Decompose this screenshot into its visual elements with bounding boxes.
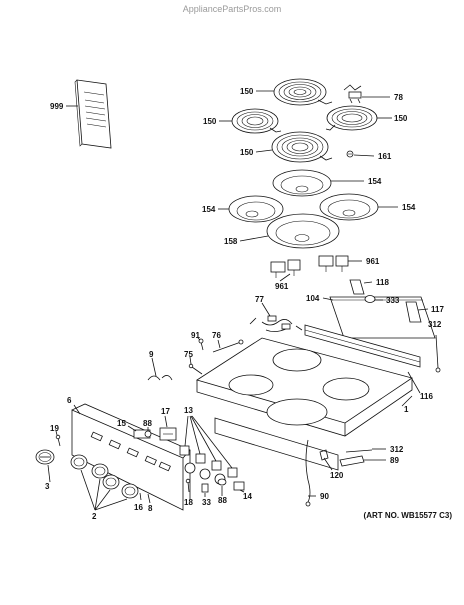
callout-1: 1 <box>404 405 409 414</box>
drip-pan-154-left[interactable] <box>228 195 284 223</box>
callout-104: 104 <box>306 294 320 303</box>
rod-75[interactable] <box>188 363 203 375</box>
callout-16: 16 <box>134 503 143 512</box>
surface-element-150-right[interactable] <box>325 105 378 131</box>
callout-90: 90 <box>320 492 329 501</box>
clip-8[interactable] <box>147 493 151 504</box>
callout-89: 89 <box>390 456 399 465</box>
screw-19[interactable] <box>55 434 61 447</box>
callout-18: 18 <box>184 498 193 507</box>
callout-33: 33 <box>202 498 211 507</box>
bracket-14[interactable] <box>233 481 245 491</box>
callout-91: 91 <box>191 331 200 340</box>
callout-78: 78 <box>394 93 403 102</box>
screw-16[interactable] <box>139 492 142 501</box>
maintop-1[interactable] <box>196 337 413 437</box>
callout-333: 333 <box>386 296 400 305</box>
callout-312-side: 312 <box>390 445 404 454</box>
callout-150-left: 150 <box>203 117 217 126</box>
callout-76: 76 <box>212 331 221 340</box>
callout-116: 116 <box>420 392 433 401</box>
screw-312-back[interactable] <box>435 334 441 373</box>
end-cap-117[interactable] <box>405 301 422 323</box>
callout-117: 117 <box>431 305 444 314</box>
switch-17[interactable] <box>159 427 177 441</box>
callout-2: 2 <box>92 512 97 521</box>
callout-8: 8 <box>148 504 153 513</box>
screw-76[interactable] <box>212 339 244 353</box>
callout-14: 14 <box>243 492 252 501</box>
bracket-120[interactable] <box>319 449 329 461</box>
callout-150-large: 150 <box>240 148 254 157</box>
terminal-block-78[interactable] <box>343 84 362 104</box>
light-33[interactable] <box>201 483 209 493</box>
infinite-switches-13[interactable] <box>179 445 238 485</box>
callout-6: 6 <box>67 396 72 405</box>
manual-booklet[interactable] <box>74 79 112 149</box>
callout-154-right: 154 <box>402 203 416 212</box>
callout-15: 15 <box>117 419 126 428</box>
control-panel-6[interactable] <box>71 403 191 511</box>
callout-150-top: 150 <box>240 87 254 96</box>
callout-9: 9 <box>149 350 154 359</box>
receptacle-961-right[interactable] <box>318 255 349 272</box>
clip-333[interactable] <box>364 295 376 303</box>
receptacle-961-left[interactable] <box>270 259 301 278</box>
callout-88-bottom: 88 <box>218 496 227 505</box>
callout-161: 161 <box>378 152 392 161</box>
callout-154-left: 154 <box>202 205 216 214</box>
screw-91[interactable] <box>198 338 204 351</box>
knob-3[interactable] <box>35 449 55 465</box>
screw-161[interactable] <box>346 150 354 158</box>
drip-pan-154-right[interactable] <box>319 193 379 221</box>
callout-13: 13 <box>184 406 193 415</box>
callout-961-left: 961 <box>275 282 289 291</box>
callout-158: 158 <box>224 237 238 246</box>
clip-88-bottom[interactable] <box>217 478 227 486</box>
callout-118: 118 <box>376 278 389 287</box>
end-cap-118[interactable] <box>349 279 365 295</box>
bracket-89[interactable] <box>339 455 365 467</box>
screw-18[interactable] <box>185 478 191 493</box>
surface-element-150-left[interactable] <box>231 108 282 134</box>
rear-panel[interactable] <box>214 417 339 471</box>
clip-88-top[interactable] <box>144 430 152 438</box>
callout-17: 17 <box>161 407 170 416</box>
knobs-2[interactable] <box>70 454 139 499</box>
art-number: (ART NO. WB15577 C3) <box>363 511 452 520</box>
callout-88-top: 88 <box>143 419 152 428</box>
callout-961-right: 961 <box>366 257 380 266</box>
callout-312-back: 312 <box>428 320 442 329</box>
surface-element-150-large[interactable] <box>271 131 333 163</box>
wire-harness-77[interactable] <box>249 315 303 332</box>
callout-150-right: 150 <box>394 114 408 123</box>
maintop-support-116[interactable] <box>304 324 421 368</box>
watermark: AppliancePartsPros.com <box>182 4 282 14</box>
callout-77: 77 <box>255 295 264 304</box>
surface-element-150-top[interactable] <box>273 78 333 106</box>
drip-pan-158[interactable] <box>266 213 340 249</box>
callout-75: 75 <box>184 350 193 359</box>
callout-19: 19 <box>50 424 59 433</box>
drip-pan-154-top[interactable] <box>272 169 332 197</box>
wire-90[interactable] <box>305 439 311 507</box>
callout-3: 3 <box>45 482 50 491</box>
callout-154-top: 154 <box>368 177 382 186</box>
callout-120: 120 <box>330 471 344 480</box>
clip-9[interactable] <box>147 375 173 381</box>
screw-312-side[interactable] <box>345 449 373 453</box>
callout-999: 999 <box>50 102 64 111</box>
